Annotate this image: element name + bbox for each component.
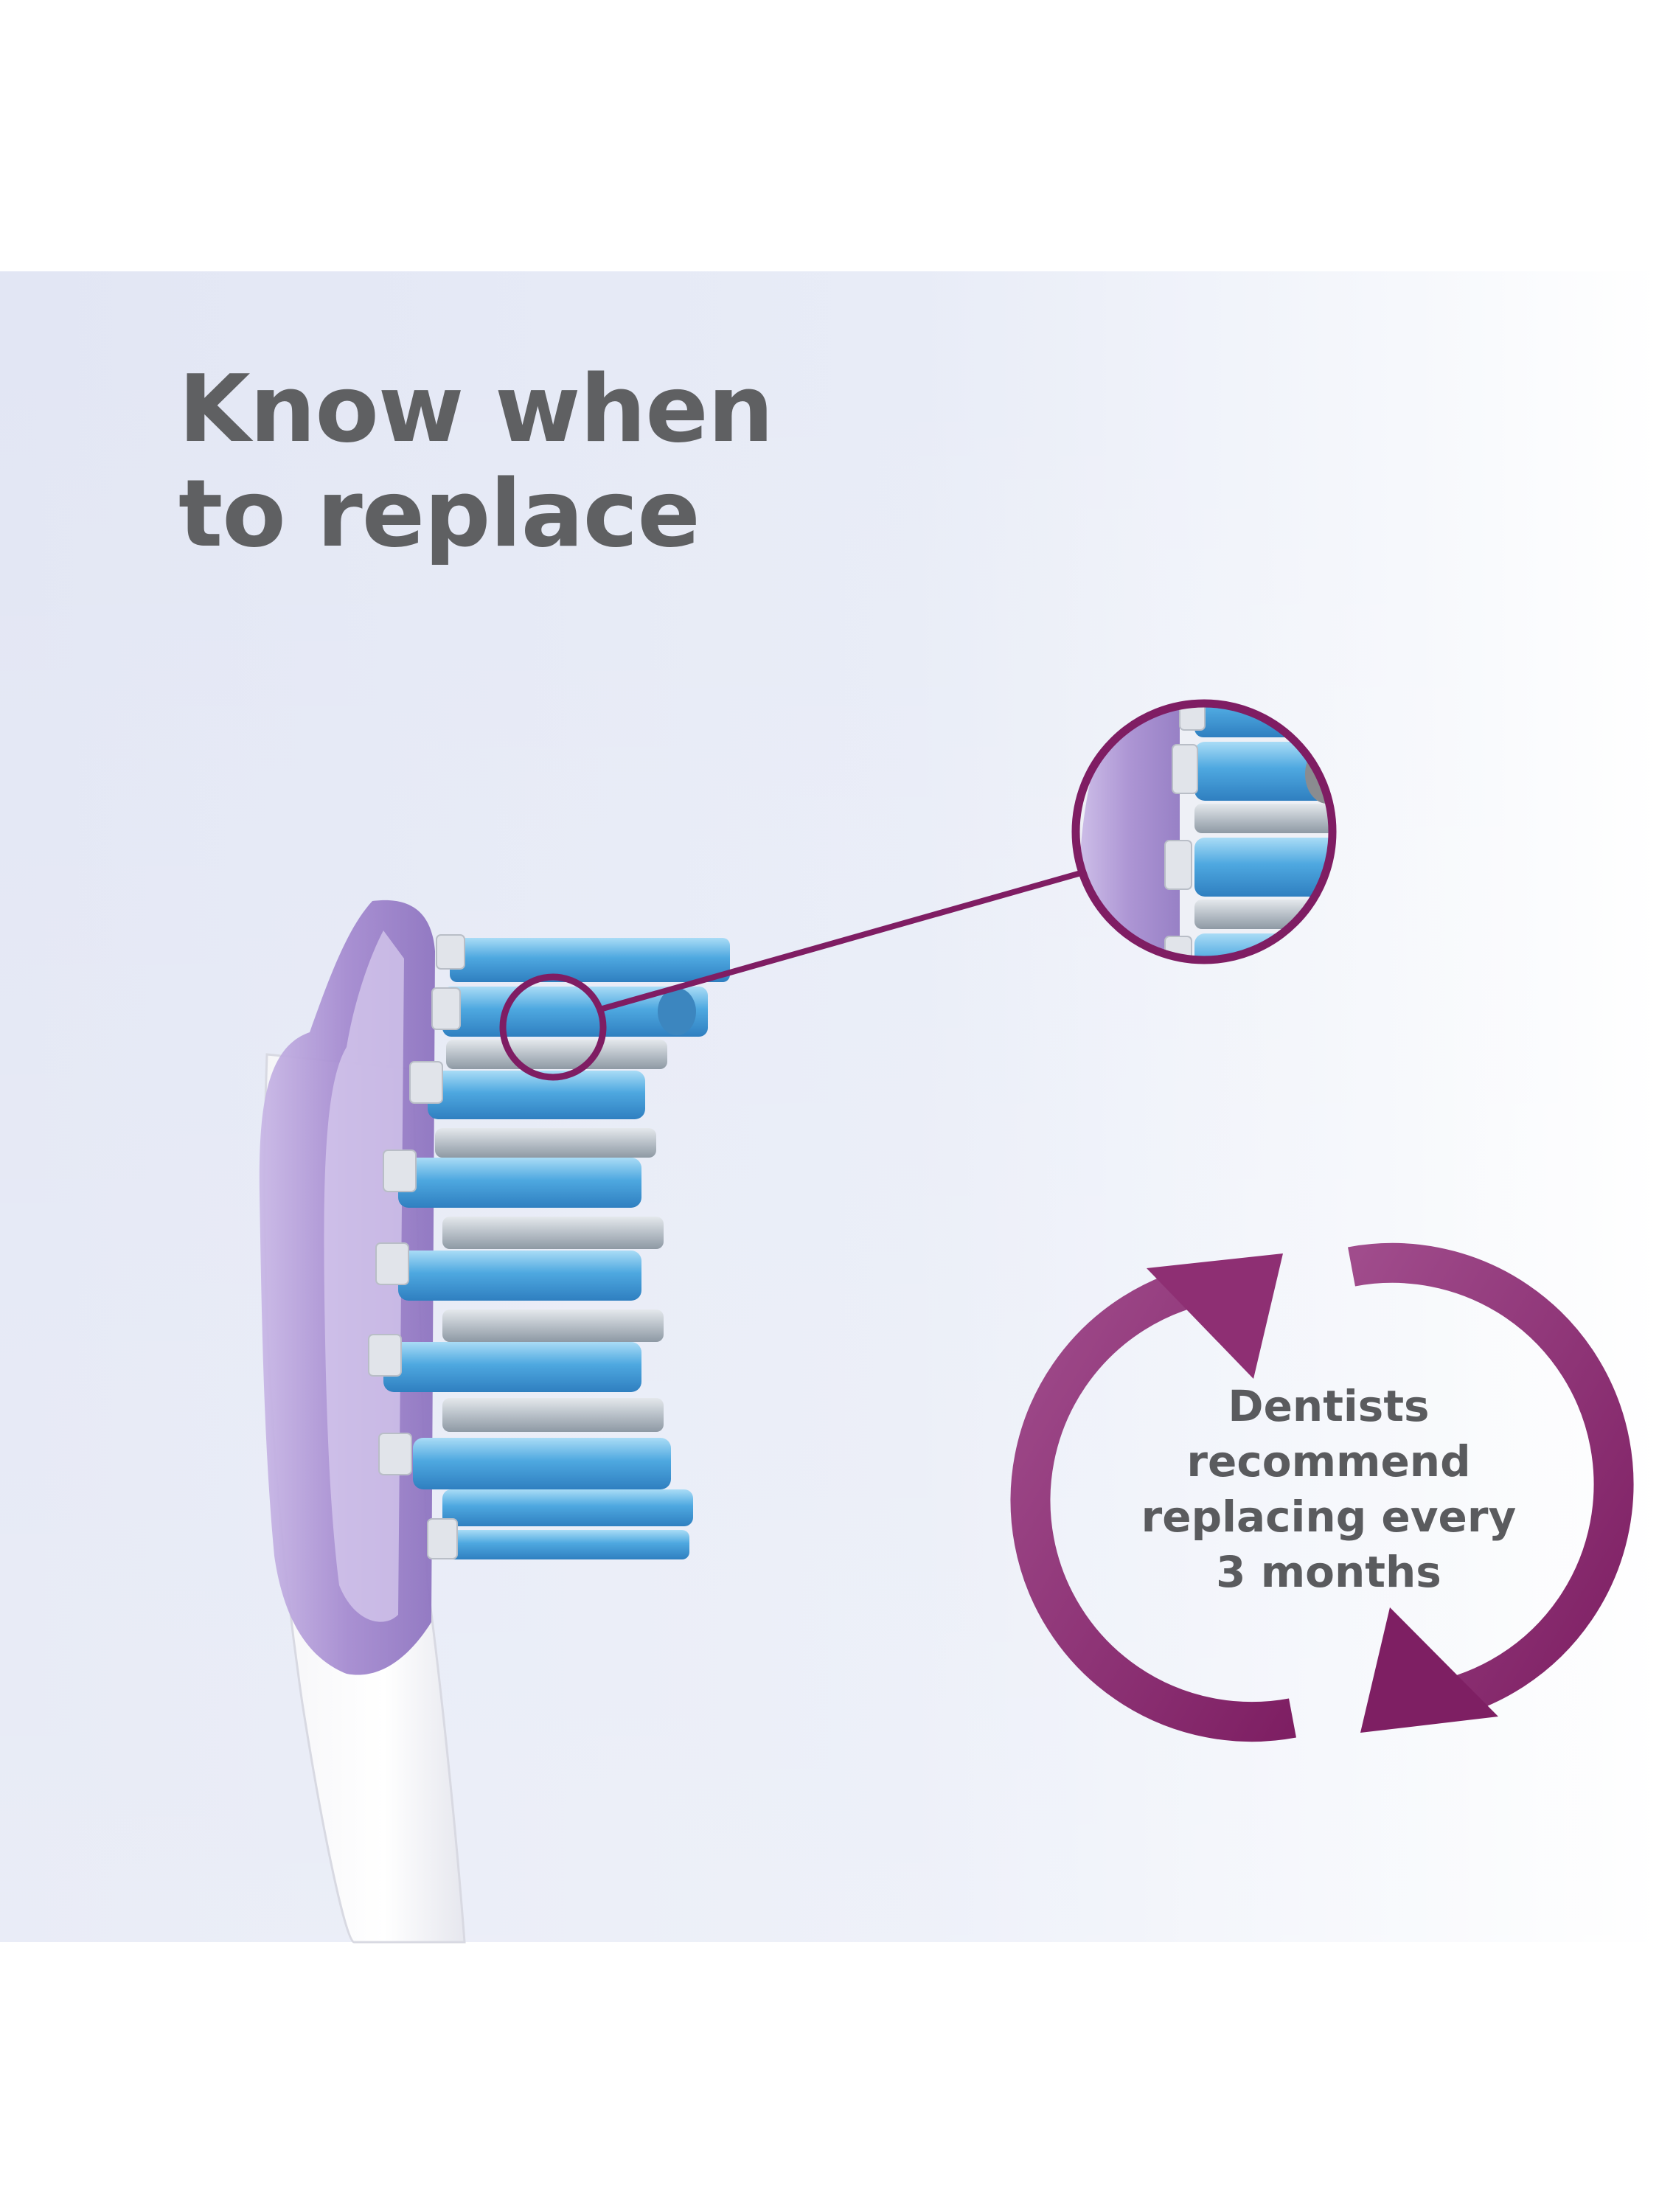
cycle-text-line-2: recommend — [1186, 1436, 1471, 1486]
headline-line-1: Know when — [178, 355, 773, 463]
background-panel — [0, 271, 1659, 1942]
replace-recommendation-text: Dentists recommend replacing every 3 mon… — [1100, 1379, 1557, 1600]
replace-cycle-arrows-icon — [1010, 1242, 1634, 1742]
headline: Know when to replace — [178, 357, 773, 566]
cycle-text-line-1: Dentists — [1228, 1381, 1430, 1431]
cycle-text-line-3: replacing every — [1141, 1492, 1517, 1542]
headline-line-2: to replace — [178, 459, 700, 568]
toothbrush-head-illustration — [259, 900, 730, 1944]
cycle-text-line-4: 3 months — [1216, 1547, 1441, 1597]
